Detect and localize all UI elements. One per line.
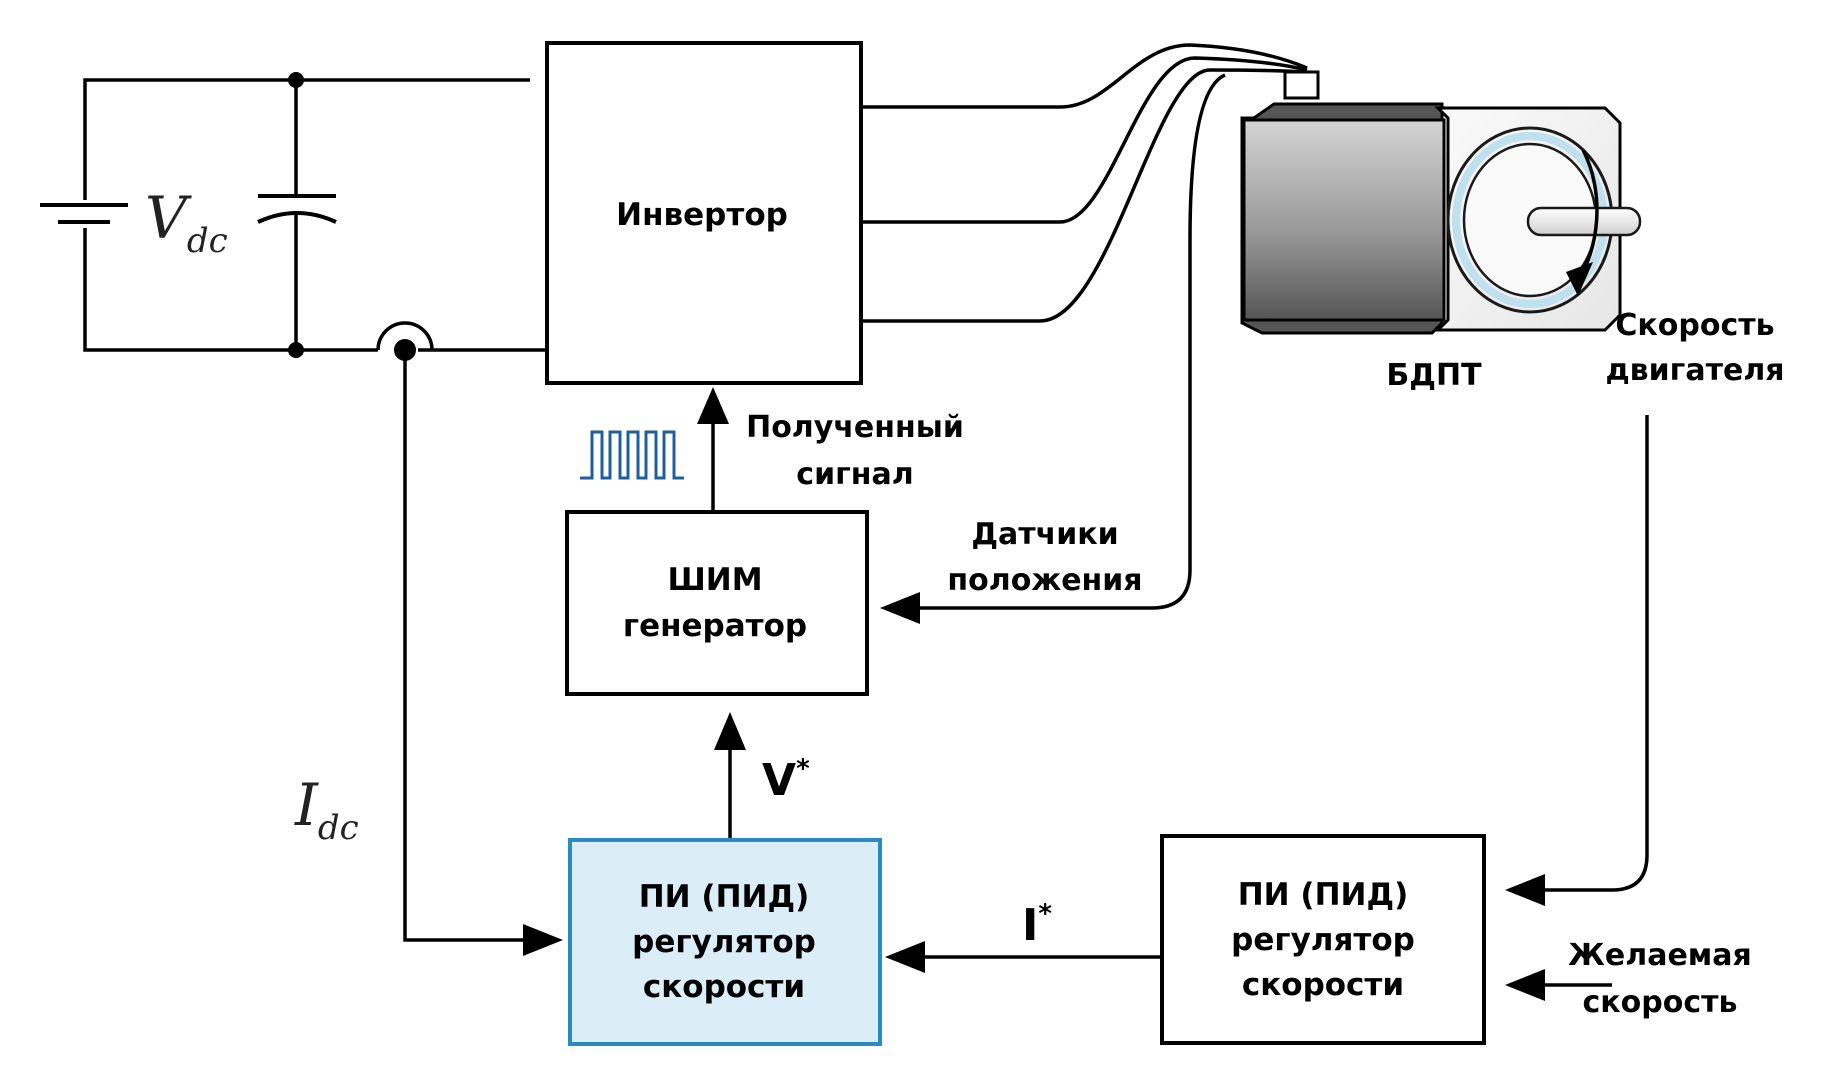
inverter-label: Инвертор (616, 197, 788, 233)
motor-connector (1283, 70, 1320, 100)
desired-speed-line2: скорость (1583, 985, 1738, 1020)
desired-speed-arrowhead (1505, 969, 1545, 1001)
vdc-label: Vdc (145, 184, 228, 261)
current-sensor (376, 321, 434, 361)
received-signal-line2: сигнал (796, 457, 913, 492)
iref-arrowhead (885, 941, 925, 973)
sensors-label-line2: положения (947, 563, 1142, 598)
position-sensor-wire (918, 73, 1226, 610)
desired-speed-line1: Желаемая (1568, 938, 1752, 973)
iref-label: I* (1022, 899, 1052, 951)
inverter-block (545, 41, 863, 385)
pwm-generator-block (565, 510, 869, 696)
inner-controller-line2: регулятор (632, 924, 816, 960)
outer-controller-line3: скорости (1242, 967, 1404, 1003)
vref-arrowhead (714, 712, 746, 750)
idc-feedback-arrowhead (523, 924, 563, 956)
battery-symbol (40, 200, 128, 228)
motor-speed-line2: двигателя (1605, 353, 1784, 388)
pwm-label-line2: генератор (623, 608, 807, 644)
speed-feedback-arrowhead (1505, 874, 1545, 906)
idc-feedback-wire (403, 352, 530, 942)
received-signal-line1: Полученный (746, 410, 964, 445)
position-sensor-arrowhead (880, 592, 920, 624)
inner-controller-line3: скорости (643, 969, 805, 1005)
inner-controller-block (568, 838, 882, 1046)
capacitor-symbol (257, 72, 337, 358)
motor-label: БДПТ (1386, 358, 1482, 393)
pwm-label-line1: ШИМ (667, 562, 762, 598)
inner-controller-line1: ПИ (ПИД) (639, 879, 810, 915)
phase-wires (863, 43, 1308, 323)
pwm-to-inverter-arrowhead (697, 387, 729, 424)
dc-source-circuit: Vdc Idc (40, 72, 545, 848)
speed-feedback-wire (1540, 415, 1649, 892)
bldc-motor (1240, 70, 1642, 335)
vref-label: V* (762, 754, 810, 806)
pwm-signal-icon (580, 430, 684, 480)
outer-controller-line1: ПИ (ПИД) (1238, 877, 1409, 913)
sensors-label-line1: Датчики (971, 517, 1118, 552)
motor-speed-line1: Скорость (1615, 308, 1774, 343)
idc-label: Idc (294, 771, 359, 848)
motor-shaft (1526, 206, 1642, 237)
outer-controller-block (1160, 834, 1486, 1045)
outer-controller-line2: регулятор (1231, 922, 1415, 958)
